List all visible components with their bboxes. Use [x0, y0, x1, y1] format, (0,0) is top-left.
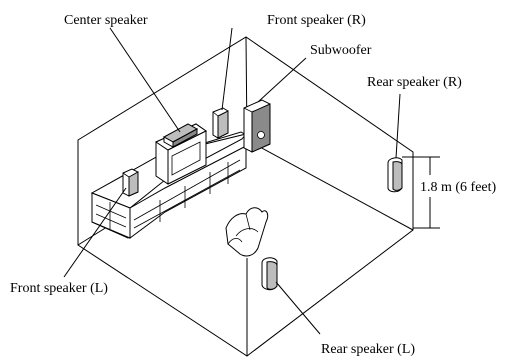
- front-speaker-l-label: Front speaker (L): [10, 281, 108, 296]
- armchair: [225, 207, 269, 257]
- rear-speaker-r-label: Rear speaker (R): [367, 75, 462, 90]
- center-speaker-label: Center speaker: [64, 13, 148, 28]
- rear-speaker-l: [261, 257, 278, 291]
- center-speaker: [162, 123, 199, 148]
- height-label: 1.8 m (6 feet): [420, 180, 497, 195]
- front-speaker-r-label: Front speaker (R): [267, 13, 366, 28]
- rear-speaker-l-label: Rear speaker (L): [321, 342, 415, 357]
- subwoofer-label: Subwoofer: [310, 43, 372, 58]
- front-speaker-r: [212, 107, 229, 139]
- leader-lines: [63, 27, 401, 335]
- subwoofer: [243, 99, 271, 153]
- rear-speaker-r: [387, 157, 403, 193]
- front-speaker-l: [122, 168, 139, 197]
- height-dimension: [402, 156, 440, 229]
